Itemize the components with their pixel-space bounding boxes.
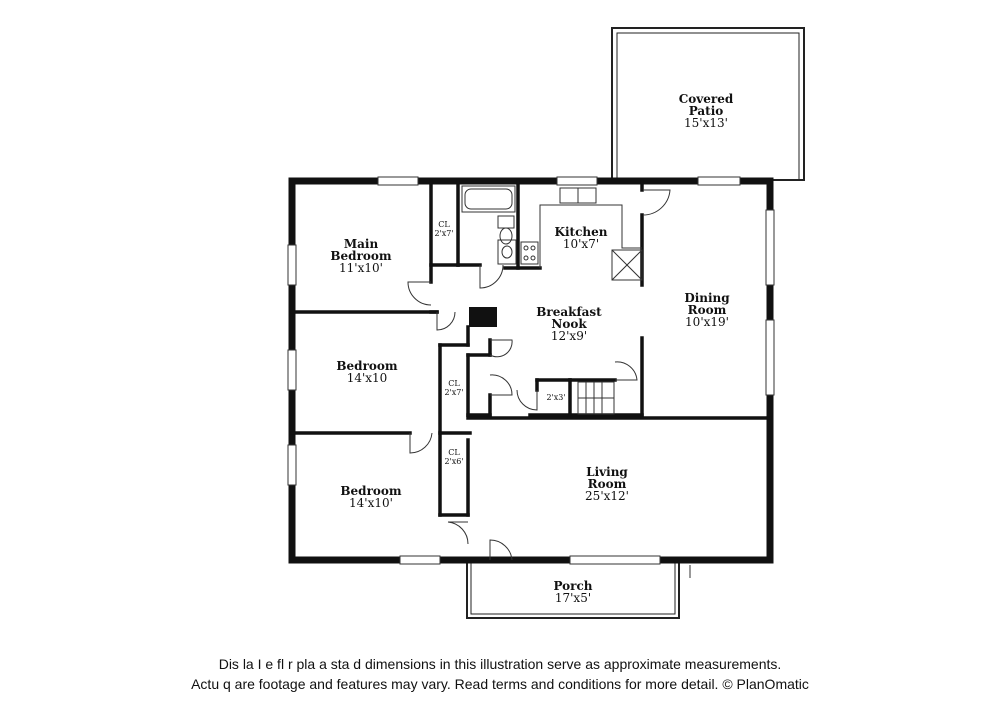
- windows: [287, 176, 775, 565]
- hall-closet-1-name: CL: [448, 379, 460, 388]
- main-closet-dims: 2'x7': [434, 229, 454, 238]
- living-room-dims: 25'x12': [585, 489, 629, 503]
- breakfast-nook-label: Breakfast Nook 12'x9': [536, 306, 601, 342]
- porch-outline: [466, 560, 680, 619]
- hall-closet-1-label: CL 2'x7': [444, 379, 463, 397]
- porch-label: Porch 17'x5': [553, 580, 592, 604]
- bedroom-3-name: Bedroom: [340, 484, 402, 498]
- bathtub: [461, 185, 516, 213]
- kitchen-label: Kitchen 10'x7': [555, 226, 608, 250]
- main-bedroom-dims: 11'x10': [339, 261, 383, 275]
- bedroom-3-dims: 14'x10': [349, 496, 393, 510]
- kitchen-fixtures: [520, 187, 643, 281]
- pantry-dims: 2'x3': [546, 393, 566, 402]
- porch-name: Porch: [553, 579, 593, 593]
- disclaimer-line-2: Actu q are footage and features may vary…: [191, 676, 809, 692]
- hall-closet-2-name: CL: [448, 448, 460, 457]
- covered-patio-label: Covered Patio 15'x13': [679, 93, 734, 129]
- living-room-label: Living Room 25'x12': [585, 466, 629, 502]
- stove: [520, 241, 539, 265]
- covered-patio-dims: 15'x13': [684, 116, 728, 130]
- refrigerator: [611, 249, 643, 281]
- kitchen-name: Kitchen: [554, 225, 608, 239]
- main-closet-name: CL: [438, 220, 450, 229]
- bedroom-2-dims: 14'x10: [346, 371, 388, 385]
- disclaimer-line-1: Dis la I e fl r pla a sta d dimensions i…: [218, 656, 782, 672]
- dining-room-name: Dining: [684, 291, 730, 305]
- pantry-label: 2'x3': [546, 393, 565, 402]
- covered-patio-name-2: Patio: [688, 104, 724, 118]
- interior-walls: [290, 179, 772, 517]
- chimney-block: [469, 307, 497, 327]
- dining-room-label: Dining Room 10'x19': [684, 292, 729, 328]
- main-bedroom-name-2: Bedroom: [330, 249, 392, 263]
- hall-closet-2-dims: 2'x6': [444, 457, 464, 466]
- main-bedroom-name: Main: [343, 237, 379, 251]
- main-bedroom-label: Main Bedroom 11'x10': [330, 238, 391, 274]
- bedroom-2-label: Bedroom 14'x10: [336, 360, 397, 384]
- breakfast-nook-name: Breakfast: [536, 305, 602, 319]
- breakfast-nook-dims: 12'x9': [550, 329, 588, 343]
- doors: [407, 189, 691, 578]
- kitchen-dims: 10'x7': [562, 237, 600, 251]
- living-room-name-2: Room: [587, 477, 627, 491]
- toilet: [497, 215, 515, 229]
- porch-dims: 17'x5': [554, 591, 592, 605]
- main-closet-label: CL 2'x7': [434, 220, 453, 238]
- living-room-name: Living: [586, 465, 628, 479]
- stairs: [577, 381, 615, 415]
- breakfast-nook-name-2: Nook: [551, 317, 587, 331]
- covered-patio-name: Covered: [678, 92, 734, 106]
- bedroom-2-name: Bedroom: [336, 359, 398, 373]
- bathroom-fixtures: [461, 185, 517, 265]
- bedroom-3-label: Bedroom 14'x10': [340, 485, 401, 509]
- vanity: [497, 239, 517, 265]
- dining-room-dims: 10'x19': [685, 315, 729, 329]
- dining-room-name-2: Room: [687, 303, 727, 317]
- hall-closet-2-label: CL 2'x6': [444, 448, 463, 466]
- hall-closet-1-dims: 2'x7': [444, 388, 464, 397]
